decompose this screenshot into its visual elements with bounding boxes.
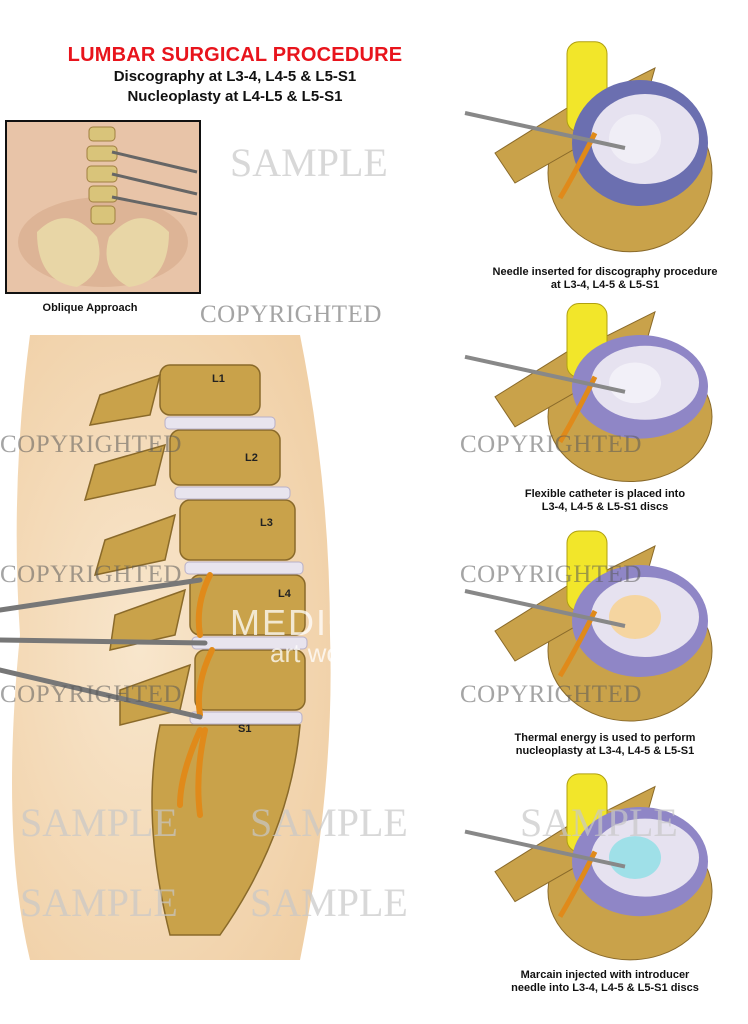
axial-disc-panel-3 [455,525,725,725]
needle-icon [464,829,626,869]
caption-line: Marcain injected with introducer [520,969,690,981]
panel-3-caption: Thermal energy is used to perform nucleo… [462,732,748,758]
axial-disc-panel-1 [455,35,725,260]
caption-line: Flexible catheter is placed into [524,488,686,500]
inset-caption: Oblique Approach [42,302,138,314]
sample-watermark: SAMPLE [230,140,388,185]
needle-icon [464,589,626,628]
vertebra-label-s1: S1 [238,723,252,735]
vertebra-label-l3: L3 [260,517,273,529]
axial-disc-panel-4 [455,768,725,963]
axial-disc-drawing [464,303,713,483]
page-title: LUMBAR SURGICAL PROCEDURE [67,44,403,66]
axial-disc-drawing [464,41,713,253]
subtitle-discography: Discography at L3-4, L4-5 & L5-S1 [113,68,357,85]
caption-line: L3-4, L4-5 & L5-S1 discs [541,501,669,513]
needle-icon [464,111,626,150]
oblique-back-illustration [18,126,198,287]
caption-line: at L3-4, L4-5 & L5-S1 [550,279,660,291]
subtitle-nucleoplasty: Nucleoplasty at L4-L5 & L5-S1 [127,88,343,105]
panel-4-caption: Marcain injected with introducer needle … [462,969,748,995]
oblique-approach-inset [5,120,201,294]
axial-disc-panel-2 [455,298,725,483]
caption-line: Needle inserted for discography procedur… [492,266,718,278]
axial-disc-drawing [464,773,713,961]
axial-disc-drawing [464,530,713,722]
needle-icon [464,354,626,394]
copyright-watermark: COPYRIGHTED [200,301,382,328]
vertebra-label-l2: L2 [245,452,258,464]
caption-line: needle into L3-4, L4-5 & L5-S1 discs [511,982,699,994]
vertebra-label-l1: L1 [212,373,225,385]
panel-1-caption: Needle inserted for discography procedur… [462,266,748,292]
panel-2-caption: Flexible catheter is placed into L3-4, L… [462,488,748,514]
vertebra-label-l4: L4 [278,588,291,600]
lateral-spine-illustration: L1 L2 L3 L4 S1 [0,335,432,960]
caption-line: Thermal energy is used to perform [514,732,696,744]
caption-line: nucleoplasty at L3-4, L4-5 & L5-S1 [515,745,695,757]
lateral-spine-drawing [0,335,331,960]
